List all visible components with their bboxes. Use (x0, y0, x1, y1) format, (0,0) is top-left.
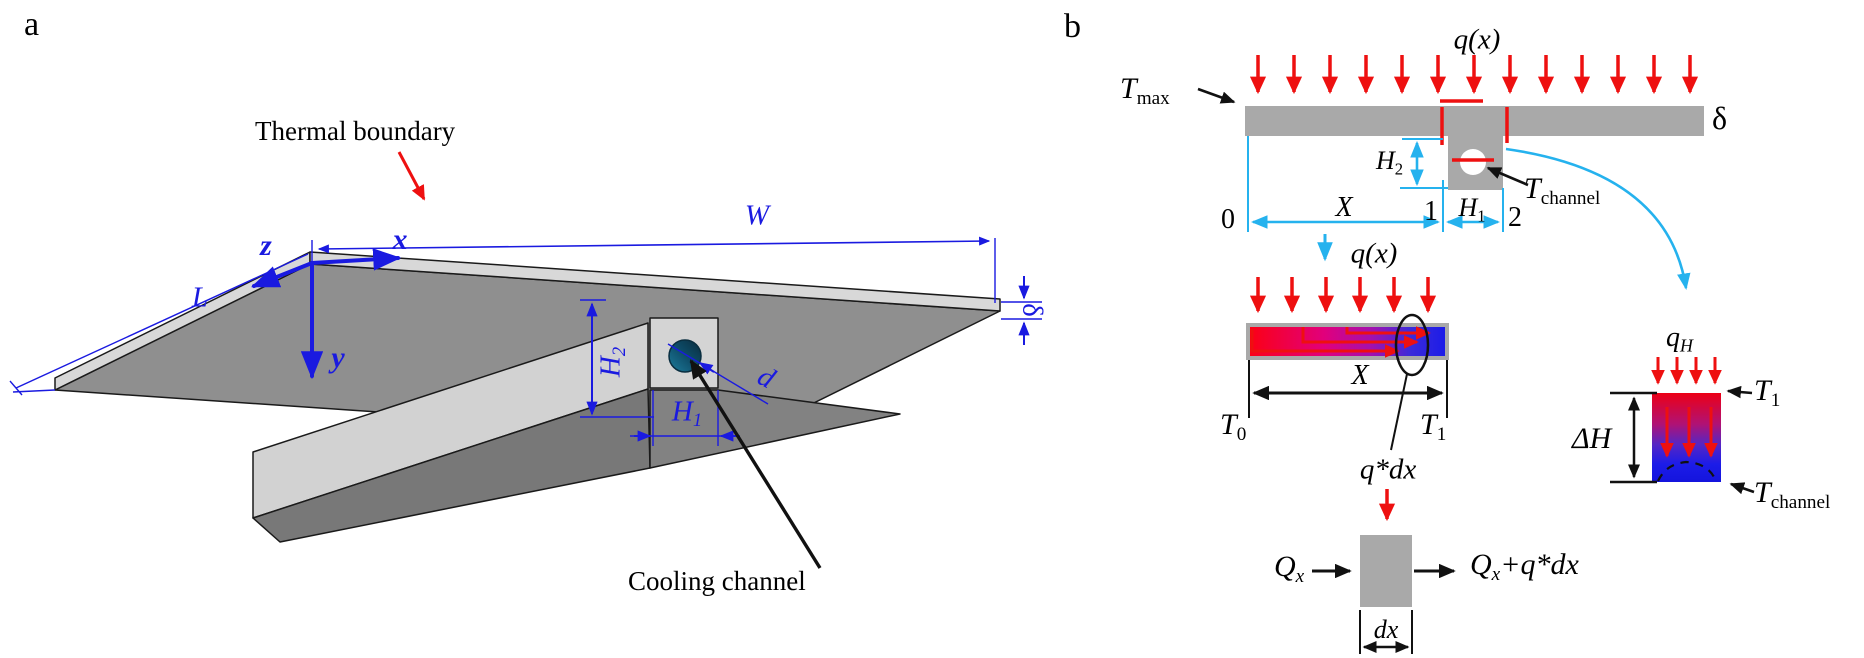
q-in-label: Qx (1274, 550, 1305, 588)
thermal-boundary-label: Thermal boundary (255, 116, 456, 146)
panel-a-label: a (24, 6, 40, 43)
heat-flux-mid-label: q(x) (1350, 237, 1398, 270)
t-channel-right-label: Tchannel (1754, 476, 1831, 514)
t1-right-label: T1 (1754, 374, 1781, 412)
internal-heat-arrows (1660, 407, 1718, 458)
top-cross-section (1197, 55, 1704, 291)
t-max-label: Tmax (1120, 72, 1170, 110)
dim-X-mid-label: X (1351, 360, 1369, 391)
q-star-dx-label: q*dx (1359, 453, 1417, 486)
x-axis (310, 248, 402, 271)
q-out-label: Qx+q*dx (1470, 548, 1579, 586)
dim-X-top-label: X (1335, 192, 1353, 223)
plate-bar (1245, 106, 1704, 136)
dim-H2-label-a: H2 (594, 346, 631, 378)
node-1-label: 1 (1424, 196, 1438, 227)
dim-W-label: W (744, 199, 770, 232)
q-H-label: qH (1666, 322, 1693, 356)
node-0-label: 0 (1221, 204, 1235, 235)
annotation-arrows-a (397, 151, 822, 569)
differential-element (1360, 535, 1412, 607)
channel-dashed-arc (1657, 460, 1715, 482)
cyan-dimensions (1247, 136, 1504, 262)
dim-H2-label-b: H2 (1376, 146, 1404, 179)
channel-circle (1460, 149, 1486, 175)
t-channel-arrow (1486, 166, 1529, 187)
axis-z-label: z (260, 229, 272, 262)
dim-line-W (317, 236, 991, 254)
node-2-label: 2 (1508, 202, 1522, 233)
axis-y-label: y (331, 341, 345, 374)
dimensions-panel-a (9, 236, 1042, 446)
dim-L-label: L (191, 281, 209, 314)
heat-flux-arrows-top (1249, 55, 1699, 95)
dim-delta-H-label: ΔH (1572, 422, 1612, 455)
magnifier-ellipse (1394, 313, 1430, 377)
fin-1d-model (1246, 277, 1456, 654)
dim-X-mid (1248, 360, 1448, 418)
element-detail-right (1610, 357, 1755, 495)
magnifier-connector (1390, 373, 1408, 451)
dim-H1-label-b: H1 (1458, 193, 1486, 226)
axes-panel-a (251, 248, 402, 380)
zoom-curve (1505, 147, 1691, 291)
cooling-channel-label: Cooling channel (628, 566, 806, 596)
rib-right-wedge (649, 389, 901, 469)
cooling-channel-arrow (689, 359, 822, 569)
t-max-arrow (1197, 87, 1236, 104)
dim-delta-H (1610, 391, 1657, 484)
t0-label: T0 (1220, 408, 1247, 446)
plate-top-edge-right (309, 251, 1001, 312)
dim-H1-label-a: H1 (671, 395, 703, 432)
heat-flux-top-label: q(x) (1453, 23, 1501, 56)
dim-delta-label-b: δ (1712, 100, 1728, 136)
t1-right-arrow (1726, 385, 1753, 399)
panel-b-label: b (1064, 8, 1081, 45)
qH-arrows (1651, 357, 1722, 385)
t-channel-right-arrow (1729, 482, 1755, 495)
t-channel-top-label: Tchannel (1524, 172, 1601, 210)
axis-x-label: x (392, 223, 408, 256)
heat-flux-arrows-mid (1249, 277, 1437, 314)
heat-flow-staircase (1250, 326, 1431, 358)
dim-dx-label: dx (1373, 615, 1399, 644)
t1-label: T1 (1420, 408, 1447, 446)
thermal-boundary-arrow (397, 151, 426, 201)
z-axis (251, 261, 314, 288)
dim-delta-label-a: δ (1016, 303, 1049, 317)
dim-dx (1359, 610, 1413, 654)
plate-3d (54, 251, 1001, 543)
dim-line-d (667, 343, 769, 405)
